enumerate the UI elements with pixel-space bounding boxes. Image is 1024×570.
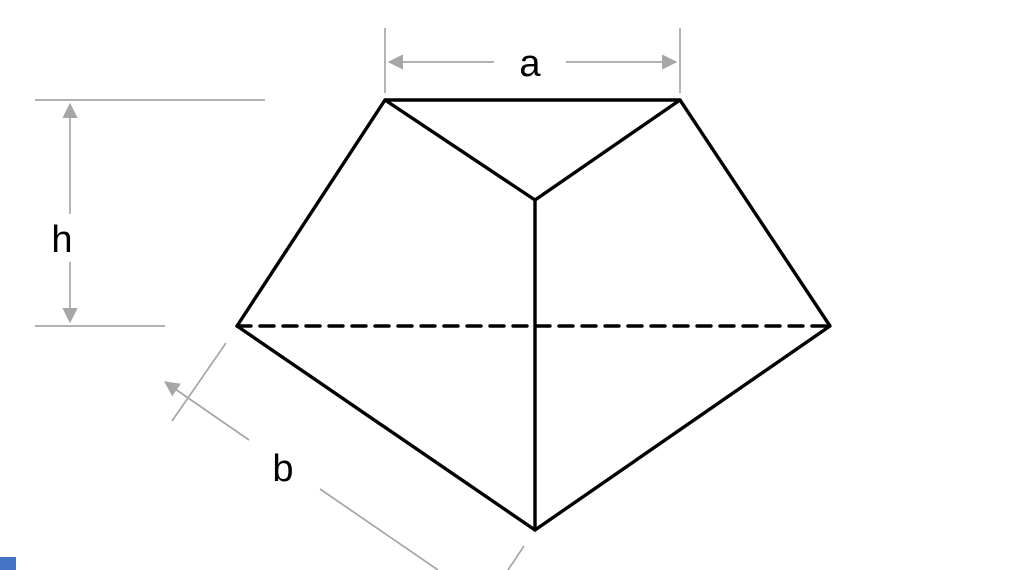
label-b: b [272, 448, 293, 490]
pentagon-shape [235, 98, 832, 532]
label-a: a [519, 43, 541, 85]
b-dimension-line-lower [319, 488, 439, 570]
dimension-annotations [35, 28, 681, 570]
b-extension-top [171, 342, 227, 422]
ridge-edge-right [533, 98, 682, 202]
corner-accent-square [0, 557, 16, 570]
pentagon-outline [235, 98, 832, 532]
b-dimension-line-upper [163, 381, 250, 441]
ridge-edge-left [383, 98, 537, 202]
b-extension-bottom [507, 545, 525, 570]
label-h: h [51, 219, 72, 261]
